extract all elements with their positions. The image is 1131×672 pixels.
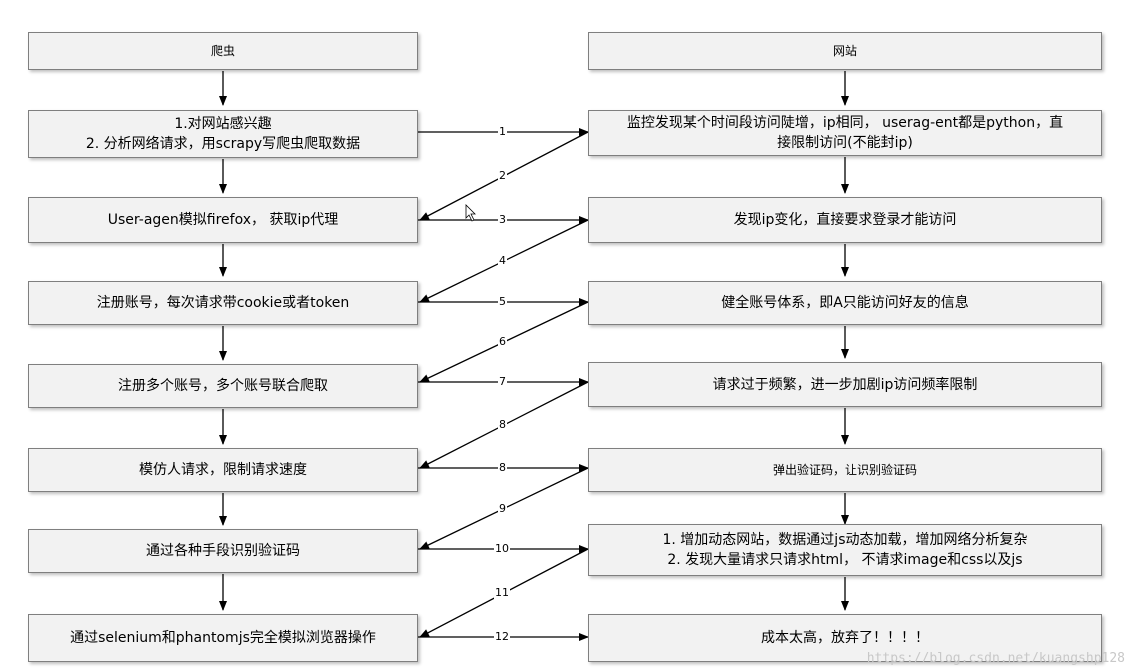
arrow-label-4: 4 — [498, 254, 507, 267]
crawler-step-text: 2. 分析网络请求，用scrapy写爬虫爬取数据 — [85, 136, 361, 152]
mouse-cursor-icon — [465, 204, 476, 222]
website-step-box: 1. 增加动态网站，数据通过js动态加载，增加网络分析复杂 2. 发现大量请求只… — [588, 524, 1102, 576]
crawler-step-box: User-agen模拟firefox， 获取ip代理 — [28, 197, 418, 243]
arrow-label-11: 11 — [494, 586, 510, 599]
website-step-text: 监控发现某个时间段访问陡增，ip相同， userag-ent都是python，直 — [626, 115, 1064, 131]
website-step-text: 接限制访问(不能封ip) — [777, 135, 913, 151]
arrow-label-2: 2 — [498, 169, 507, 182]
website-step-box: 请求过于频繁，进一步加剧ip访问频率限制 — [588, 362, 1102, 407]
website-step-text: 健全账号体系，即A只能访问好友的信息 — [721, 295, 969, 311]
crawler-step-box: 模仿人请求，限制请求速度 — [28, 448, 418, 492]
arrow-label-1: 1 — [498, 125, 507, 138]
crawler-step-text: 1.对网站感兴趣 — [174, 116, 272, 132]
crawler-step-text: User-agen模拟firefox， 获取ip代理 — [107, 212, 339, 228]
arrow-label-12: 12 — [494, 630, 510, 643]
crawler-step-text: 通过selenium和phantomjs完全模拟浏览器操作 — [70, 630, 376, 646]
crawler-step-box: 注册账号，每次请求带cookie或者token — [28, 281, 418, 325]
crawler-step-text: 模仿人请求，限制请求速度 — [139, 462, 307, 478]
website-step-box: 健全账号体系，即A只能访问好友的信息 — [588, 281, 1102, 325]
arrow-label-9: 9 — [498, 502, 507, 515]
website-title-box: 网站 — [588, 32, 1102, 70]
website-step-box: 弹出验证码，让识别验证码 — [588, 448, 1102, 492]
crawler-step-box: 1.对网站感兴趣 2. 分析网络请求，用scrapy写爬虫爬取数据 — [28, 110, 418, 158]
website-step-box: 成本太高，放弃了！！！！ — [588, 614, 1102, 662]
website-step-text: 1. 增加动态网站，数据通过js动态加载，增加网络分析复杂 — [662, 532, 1028, 548]
crawler-step-box: 注册多个账号，多个账号联合爬取 — [28, 364, 418, 408]
website-step-text: 发现ip变化，直接要求登录才能访问 — [733, 212, 957, 228]
crawler-step-text: 通过各种手段识别验证码 — [146, 543, 300, 559]
crawler-step-text: 注册多个账号，多个账号联合爬取 — [118, 378, 328, 394]
website-step-text: 请求过于频繁，进一步加剧ip访问频率限制 — [712, 376, 978, 393]
arrow-label-6: 6 — [498, 335, 507, 348]
website-step-box: 监控发现某个时间段访问陡增，ip相同， userag-ent都是python，直… — [588, 110, 1102, 156]
crawler-step-box: 通过各种手段识别验证码 — [28, 529, 418, 573]
arrow-label-5: 5 — [498, 295, 507, 308]
website-step-text: 弹出验证码，让识别验证码 — [772, 463, 917, 477]
crawler-title: 爬虫 — [210, 44, 235, 58]
arrow-label-8b: 8 — [498, 461, 507, 474]
crawler-step-text: 注册账号，每次请求带cookie或者token — [96, 295, 350, 311]
arrow-label-10: 10 — [494, 542, 510, 555]
arrow-label-7: 7 — [498, 375, 507, 388]
website-step-box: 发现ip变化，直接要求登录才能访问 — [588, 197, 1102, 243]
website-step-text: 2. 发现大量请求只请求html， 不请求image和css以及js — [667, 552, 1023, 568]
website-step-text: 成本太高，放弃了！！！！ — [761, 630, 929, 646]
arrow-label-8a: 8 — [498, 418, 507, 431]
website-title: 网站 — [832, 44, 857, 58]
arrow-label-3: 3 — [498, 213, 507, 226]
crawler-step-box: 通过selenium和phantomjs完全模拟浏览器操作 — [28, 614, 418, 662]
watermark: https://blog.csdn.net/kuangshp128 — [866, 651, 1125, 666]
crawler-title-box: 爬虫 — [28, 32, 418, 70]
